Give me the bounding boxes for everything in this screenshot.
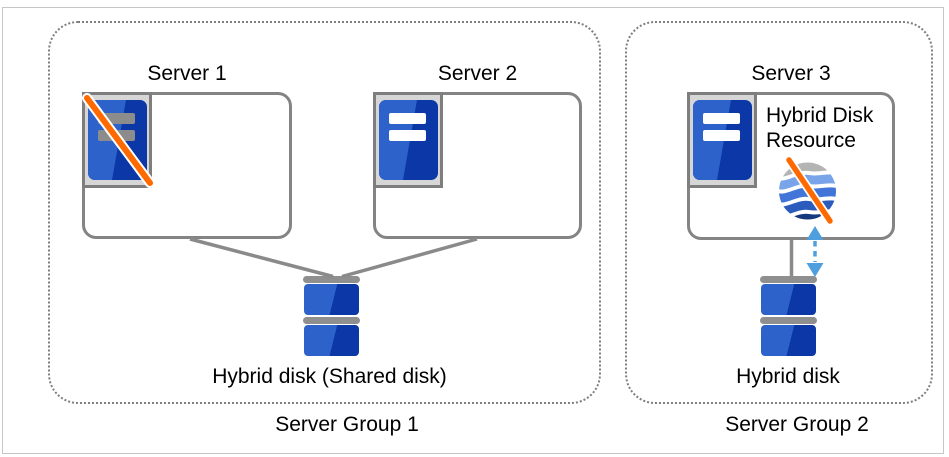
- disk-platter-bar: [760, 317, 817, 324]
- server-group-2-boundary: [625, 21, 933, 404]
- failure-slash-icon: [82, 93, 155, 188]
- disk-platter-bar: [760, 276, 817, 283]
- server-3-label: Server 3: [751, 62, 831, 85]
- server-1-label: Server 1: [147, 62, 227, 85]
- hybrid-disk-resource-label: Hybrid Disk Resource: [766, 104, 874, 152]
- server-2-label: Server 2: [437, 62, 518, 85]
- server-tower-failed-icon: [82, 92, 155, 188]
- server-1-icon-frame: [82, 92, 155, 188]
- server-tower-icon: [373, 92, 443, 188]
- hybrid-disk-label: Hybrid disk: [736, 365, 840, 388]
- page-border: [2, 7, 944, 454]
- striped-globe-icon: [779, 155, 836, 226]
- disk-body: [761, 284, 816, 315]
- server-2-icon-frame: [373, 92, 443, 188]
- server-group-1-label: Server Group 1: [275, 413, 419, 436]
- disk-body: [304, 284, 359, 315]
- disk-body: [304, 325, 359, 356]
- hybrid-disk-icon: [760, 276, 817, 357]
- server-tower-icon: [687, 92, 757, 188]
- disk-platter-bar: [303, 317, 360, 324]
- failure-slash-icon: [784, 155, 835, 226]
- disk-platter-bar: [303, 276, 360, 283]
- server-3-icon-frame: [687, 92, 757, 188]
- disk-body: [761, 325, 816, 356]
- server-group-1-boundary: [48, 21, 601, 404]
- hybrid-disk-resource-failed-icon: [778, 155, 840, 230]
- hybrid-disk-icon: [303, 276, 360, 357]
- hybrid-disk-shared-label: Hybrid disk (Shared disk): [212, 365, 447, 388]
- server-group-2-label: Server Group 2: [725, 413, 869, 436]
